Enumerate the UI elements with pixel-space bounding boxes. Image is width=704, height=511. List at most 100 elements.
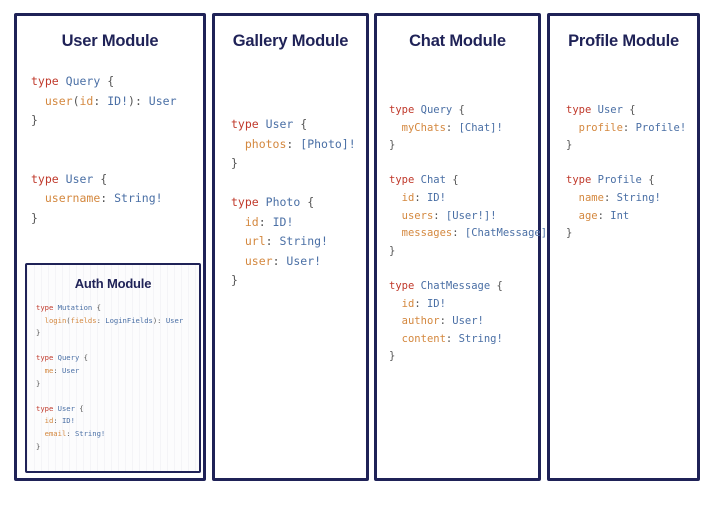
code-token-p [566, 192, 579, 204]
code-line: id: ID! [231, 213, 366, 233]
code-token-t: ! [490, 209, 497, 222]
code-token-t: Profile [635, 121, 680, 134]
code-token-p: : [414, 297, 427, 310]
panel-user-module[interactable]: User Module type Query { user(id: ID!): … [14, 13, 206, 481]
code-line [31, 150, 203, 170]
code-line: username: String! [31, 189, 203, 209]
code-token-k: type [31, 74, 59, 88]
code-line: id: ID! [389, 296, 538, 314]
code-line: } [36, 378, 199, 391]
code-line: url: String! [231, 232, 366, 252]
code-token-t: Int [610, 209, 630, 222]
code-line: user: User! [231, 252, 366, 272]
code-token-p [31, 191, 45, 205]
code-block-gallery-module: type User { photos: [Photo]!} type Photo… [231, 115, 366, 291]
panel-gallery-module[interactable]: Gallery Module type User { photos: [Phot… [212, 13, 369, 481]
code-token-f: login [44, 315, 67, 325]
code-token-t: String [458, 332, 497, 345]
code-line: profile: Profile! [566, 120, 697, 138]
code-token-t: String [114, 191, 156, 205]
code-token-p: } [36, 378, 41, 388]
code-token-p: ): [152, 315, 166, 325]
code-token-p: { [452, 104, 465, 116]
code-token-p: { [93, 171, 108, 186]
code-token-k: type [566, 174, 592, 187]
code-token-t: ! [70, 416, 75, 426]
code-line: me: User [36, 365, 199, 378]
panel-chat-module[interactable]: Chat Module type Query { myChats: [Chat]… [374, 13, 554, 481]
code-token-p: : [597, 209, 611, 222]
code-line: } [31, 111, 203, 131]
code-line: photos: [Photo]! [231, 135, 366, 155]
code-token-t: ! [155, 191, 163, 205]
code-token-p [231, 234, 245, 248]
code-line: } [231, 154, 366, 174]
code-token-f: id [244, 214, 259, 229]
code-token-t: Query [420, 104, 453, 116]
code-line: email: String! [36, 428, 199, 441]
code-token-t: ! [321, 234, 328, 248]
code-token-k: type [36, 353, 54, 363]
code-token-p: : [439, 315, 453, 328]
code-token-t: [User!] [445, 209, 491, 222]
code-token-f: profile [578, 121, 623, 134]
code-token-p: } [36, 328, 41, 338]
code-token-p [389, 333, 402, 345]
code-token-p: : [272, 253, 287, 268]
code-token-k: type [231, 117, 259, 131]
code-line [36, 390, 199, 403]
code-token-p: : [445, 121, 459, 134]
code-line: age: Int [566, 208, 697, 226]
code-token-p: { [92, 303, 101, 312]
code-token-f: fields [70, 315, 97, 325]
code-token-p [259, 117, 266, 131]
code-token-p: : [433, 209, 446, 222]
code-token-p: } [566, 227, 573, 240]
code-token-t: ! [496, 121, 503, 134]
code-token-p: : [100, 191, 115, 205]
code-token-f: content [401, 332, 446, 345]
code-token-t: ! [477, 315, 484, 328]
code-line [36, 340, 199, 353]
code-line: } [389, 137, 538, 155]
code-line: type ChatMessage { [389, 278, 538, 296]
code-line: author: User! [389, 313, 538, 331]
code-token-p [231, 137, 245, 151]
panel-title-chat-module: Chat Module [409, 32, 506, 50]
code-block-auth-module: type Mutation { login(fields: LoginField… [36, 302, 199, 453]
code-token-p: { [79, 353, 88, 363]
code-token-p [566, 210, 579, 222]
code-token-t: String [616, 191, 655, 204]
code-line: } [36, 441, 199, 454]
panel-title-profile-module: Profile Module [568, 32, 679, 50]
panel-title-auth-module: Auth Module [74, 276, 152, 291]
code-line: } [231, 271, 366, 291]
code-token-p [59, 74, 66, 88]
code-token-t: Query [65, 74, 101, 88]
code-token-t: ID [61, 416, 71, 426]
code-token-t: User [452, 315, 478, 328]
code-token-f: username [44, 191, 101, 205]
panel-title-gallery-module: Gallery Module [232, 32, 349, 50]
code-token-f: id [44, 416, 54, 426]
code-token-p: { [293, 117, 308, 131]
code-token-t: Query [57, 353, 80, 363]
code-line: type User { [566, 102, 697, 120]
code-token-p [36, 366, 45, 375]
code-line: } [566, 225, 697, 243]
panel-profile-module[interactable]: Profile Module type User { profile: Prof… [547, 13, 700, 481]
code-token-t: ID [426, 297, 440, 310]
code-token-p: } [566, 139, 573, 152]
code-token-p [31, 94, 45, 108]
code-line: id: ID! [36, 415, 199, 428]
code-token-p: } [31, 210, 38, 225]
code-token-t: ! [439, 191, 446, 204]
code-token-t: [ChatMessage] [464, 227, 548, 240]
code-token-f: user [44, 93, 73, 108]
code-token-p: : [445, 332, 459, 345]
code-line: myChats: [Chat]! [389, 120, 538, 138]
code-line: messages: [ChatMessage]! [389, 225, 554, 243]
code-token-p [389, 210, 402, 222]
panel-auth-module[interactable]: Auth Module type Mutation { login(fields… [25, 263, 201, 473]
